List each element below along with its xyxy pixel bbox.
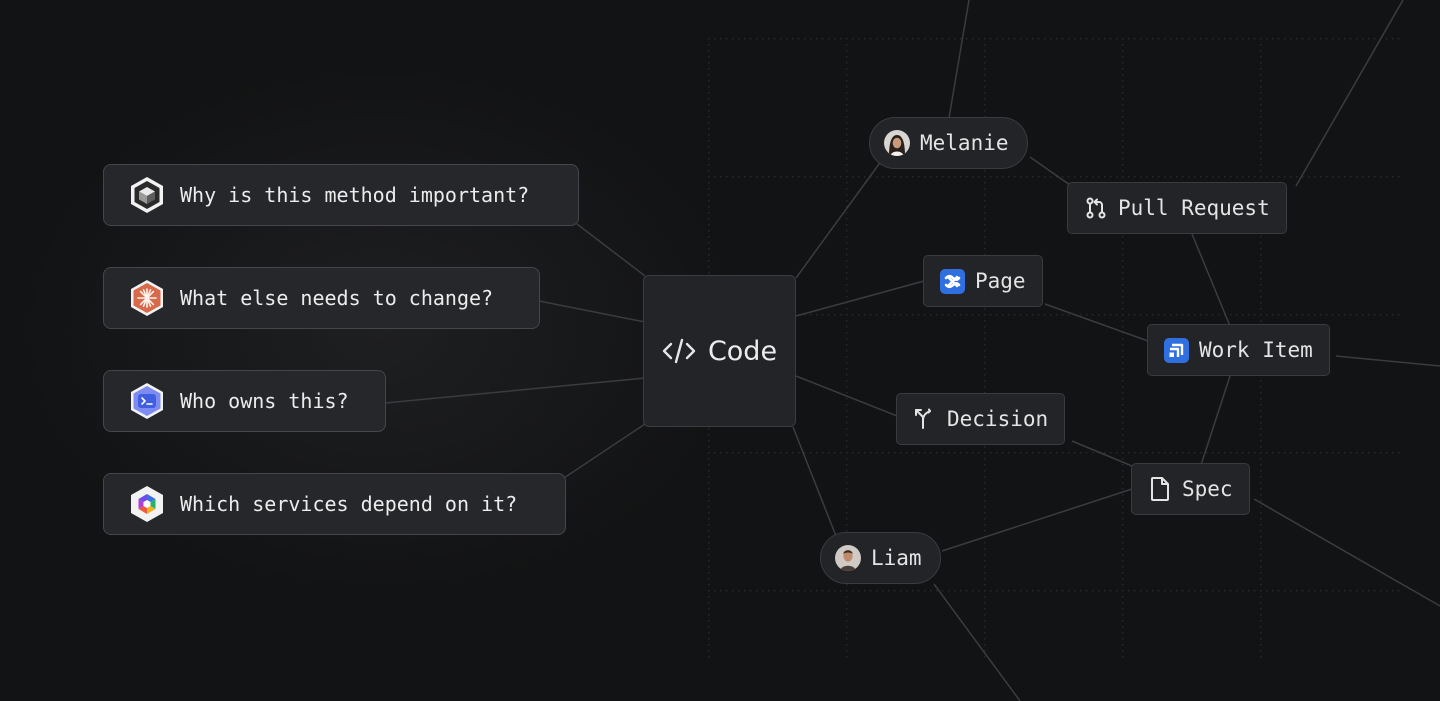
person-name: Melanie — [920, 131, 1009, 155]
pull-request-node[interactable]: Pull Request — [1067, 182, 1287, 234]
person-node-liam[interactable]: Liam — [820, 532, 941, 584]
code-icon — [662, 338, 696, 364]
spec-node[interactable]: Spec — [1131, 463, 1250, 515]
node-label: Pull Request — [1118, 196, 1270, 220]
sparkle-icon — [131, 280, 163, 316]
node-label: Spec — [1182, 477, 1233, 501]
avatar — [884, 130, 910, 156]
code-label: Code — [707, 335, 778, 367]
question-text: Why is this method important? — [180, 183, 530, 207]
question-text: Which services depend on it? — [180, 492, 518, 516]
person-name: Liam — [871, 546, 922, 570]
work-item-node[interactable]: Work Item — [1147, 324, 1330, 376]
question-card-change[interactable]: What else needs to change? — [103, 267, 540, 329]
person-node-melanie[interactable]: Melanie — [869, 117, 1028, 169]
page-node[interactable]: Page — [923, 255, 1043, 307]
node-label: Work Item — [1199, 338, 1313, 362]
question-text: What else needs to change? — [180, 286, 494, 310]
jira-work-item-icon — [1164, 337, 1189, 363]
avatar — [835, 545, 861, 571]
confluence-page-icon — [940, 268, 965, 294]
document-icon — [1148, 476, 1172, 502]
cube-icon — [131, 177, 163, 213]
pull-request-icon — [1084, 196, 1108, 220]
question-card-importance[interactable]: Why is this method important? — [103, 164, 579, 226]
question-text: Who owns this? — [180, 389, 349, 413]
code-node[interactable]: Code — [643, 275, 796, 427]
node-label: Page — [975, 269, 1026, 293]
decision-branch-icon — [913, 407, 937, 431]
node-label: Decision — [947, 407, 1049, 431]
question-card-owner[interactable]: Who owns this? — [103, 370, 386, 432]
decision-node[interactable]: Decision — [896, 393, 1066, 445]
hexagon-logo-icon — [131, 486, 163, 522]
terminal-icon — [131, 383, 163, 419]
question-card-dependencies[interactable]: Which services depend on it? — [103, 473, 566, 535]
